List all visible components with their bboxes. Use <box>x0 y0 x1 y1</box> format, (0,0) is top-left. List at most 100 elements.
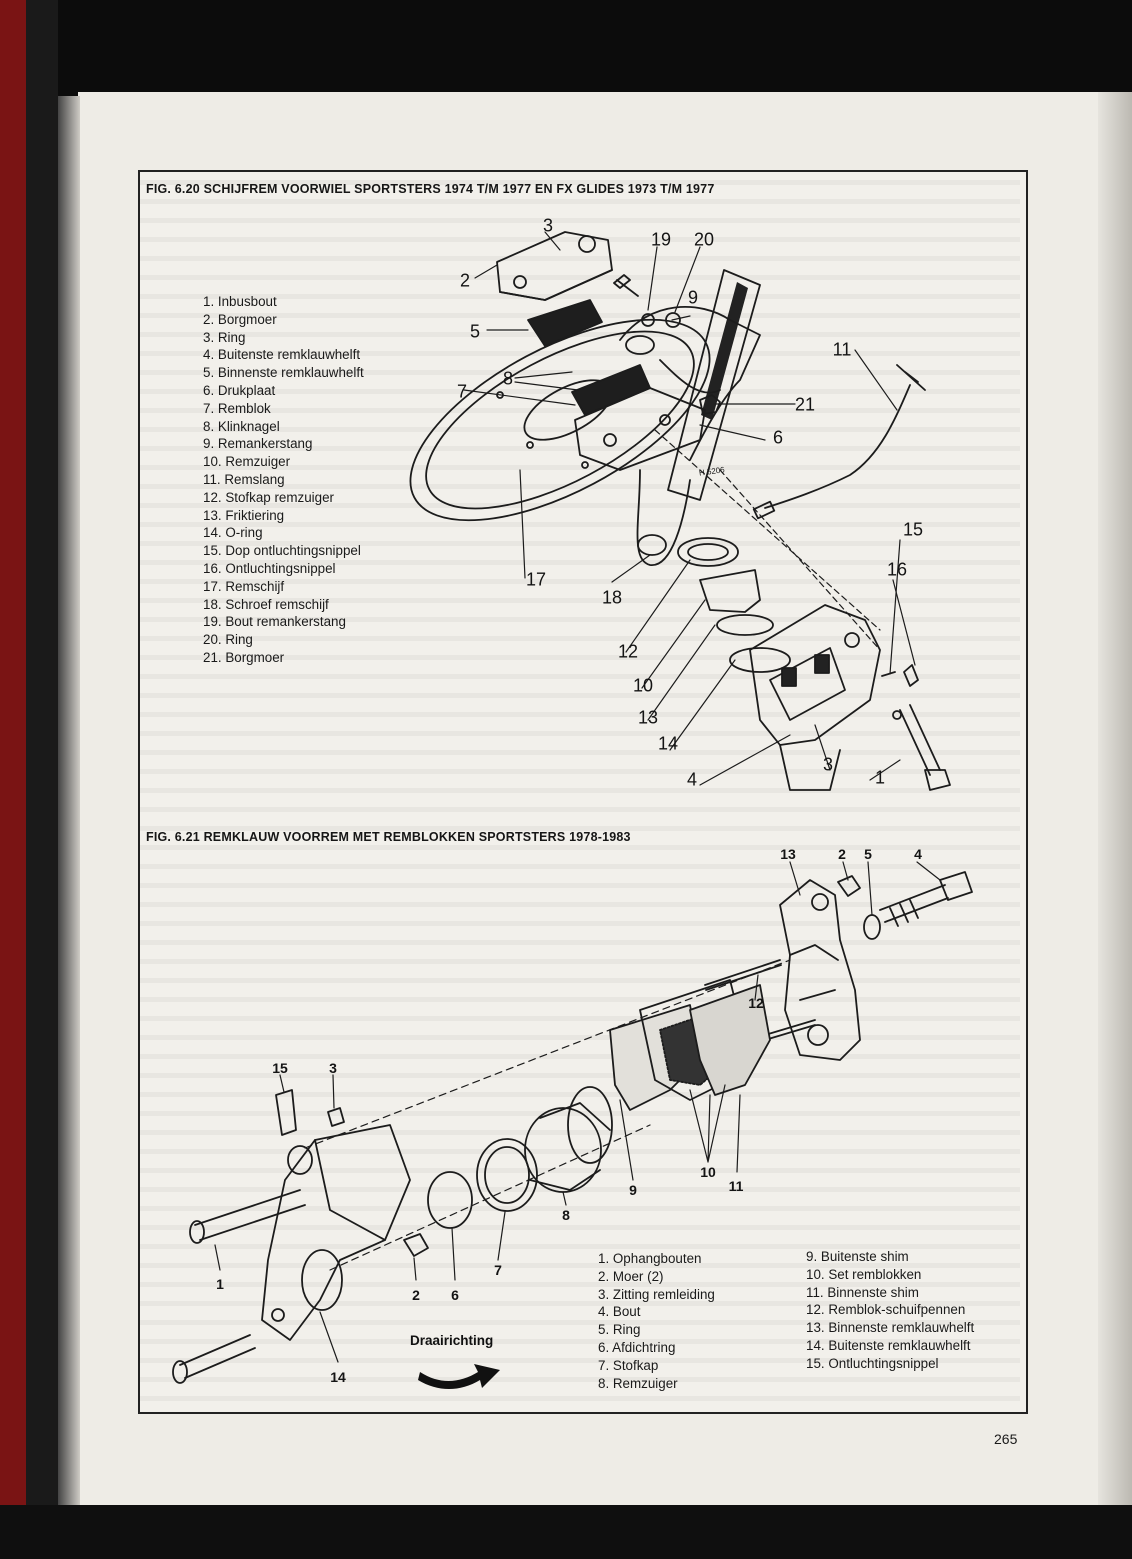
dust-cap-drawing <box>677 537 739 567</box>
ghost-line <box>140 332 1020 337</box>
book-spine-edge <box>0 0 26 1559</box>
ghost-line <box>140 902 1020 907</box>
legend-item: 13. Friktiering <box>203 507 285 523</box>
ghost-line <box>140 1263 1020 1268</box>
ghost-line <box>140 1054 1020 1059</box>
legend-item: 20. Ring <box>203 632 253 648</box>
ghost-line <box>140 1396 1020 1401</box>
ghost-line <box>140 598 1020 603</box>
ghost-line <box>140 807 1020 812</box>
callout-number: 5 <box>469 321 481 342</box>
ghost-line <box>140 560 1020 565</box>
ghost-line <box>140 1320 1020 1325</box>
fig-6-21-title: FIG. 6.21 REMKLAUW VOORREM MET REMBLOKKE… <box>146 830 631 844</box>
legend-item: 13. Binnenste remklauwhelft <box>806 1320 975 1336</box>
callout-number: 4 <box>686 769 698 790</box>
ghost-line <box>140 674 1020 679</box>
drawing-code: H 5206 <box>698 465 726 478</box>
legend-item: 9. Remankerstang <box>203 436 313 452</box>
callout-number: 2 <box>412 1287 420 1303</box>
legend-item: 17. Remschijf <box>203 578 285 594</box>
legend-item: 12. Remblok-schuifpennen <box>806 1302 966 1318</box>
callout-number: 18 <box>601 587 623 608</box>
callout-number: 21 <box>794 394 816 415</box>
callout-number: 13 <box>637 707 659 728</box>
callout-number: 3 <box>542 215 554 236</box>
caliper-outer-half <box>574 387 706 471</box>
ghost-line <box>140 959 1020 964</box>
caliper-inner-half <box>496 231 613 301</box>
callout-number: 9 <box>629 1182 637 1198</box>
piston-drawing <box>699 569 761 613</box>
ghost-line <box>140 579 1020 584</box>
page-number: 265 <box>994 1431 1018 1447</box>
leader-lines-620 <box>463 231 916 786</box>
callout-number: 6 <box>772 427 784 448</box>
ghost-line <box>140 617 1020 622</box>
ghost-line <box>140 1149 1020 1154</box>
ghost-line <box>140 1206 1020 1211</box>
legend-item: 11. Remslang <box>203 472 285 487</box>
ghost-line <box>140 1168 1020 1173</box>
legend-item: 10. Set remblokken <box>806 1266 922 1282</box>
fig-6-20-title: FIG. 6.20 SCHIJFREM VOORWIEL SPORTSTERS … <box>146 182 715 196</box>
ghost-line <box>140 180 1020 185</box>
ghost-line <box>140 636 1020 641</box>
legend-item: 6. Afdichtring <box>598 1340 676 1355</box>
ghost-line <box>140 408 1020 413</box>
callout-number: 11 <box>832 339 852 360</box>
callout-number: 3 <box>822 754 834 775</box>
callout-number: 15 <box>902 519 924 540</box>
hex-bolt-drawing <box>899 704 941 776</box>
ghost-line <box>140 769 1020 774</box>
ghost-line <box>140 788 1020 793</box>
legend-item: 14. O-ring <box>203 525 263 541</box>
legend-item: 8. Remzuiger <box>598 1375 678 1391</box>
callout-number: 2 <box>838 846 846 862</box>
ghost-line <box>140 712 1020 717</box>
ghost-line <box>140 864 1020 869</box>
legend-item: 9. Buitenste shim <box>806 1249 909 1264</box>
ghost-line <box>140 1339 1020 1344</box>
callout-number: 2 <box>459 270 471 291</box>
callout-number: 20 <box>693 229 715 250</box>
ghost-line <box>140 1035 1020 1040</box>
ghost-line <box>140 1111 1020 1116</box>
ghost-line <box>140 1016 1020 1021</box>
ghost-line <box>140 351 1020 356</box>
legend-item: 11. Binnenste shim <box>806 1284 919 1300</box>
mounting-bolt-lower <box>179 1334 256 1379</box>
scan-bottom-border <box>0 1505 1132 1559</box>
brake-pad-upper <box>527 299 603 347</box>
ghost-line <box>140 199 1020 204</box>
legend-item: 14. Buitenste remklauwhelft <box>806 1338 971 1353</box>
direction-label: Draairichting <box>410 1333 494 1348</box>
ghost-line <box>140 1073 1020 1078</box>
callout-number: 8 <box>562 1207 570 1223</box>
callout-number: 5 <box>864 846 872 862</box>
callout-number: 14 <box>330 1369 346 1385</box>
inner-caliper-half-drawing <box>779 879 861 1061</box>
callout-number: 14 <box>657 733 679 754</box>
fork-leg-drawing <box>619 269 761 566</box>
legend-item: 12. Stofkap remzuiger <box>203 489 334 505</box>
ghost-line <box>140 921 1020 926</box>
bolt-4-drawing <box>879 884 949 923</box>
legend-item: 8. Klinknagel <box>203 418 280 434</box>
ghost-line <box>140 484 1020 489</box>
ghost-line <box>140 1301 1020 1306</box>
ghost-line <box>140 541 1020 546</box>
leader-lines-621 <box>214 861 941 1363</box>
legend-item: 10. Remzuiger <box>203 454 291 470</box>
callout-number: 6 <box>451 1287 459 1303</box>
brake-pad-lower <box>571 364 651 416</box>
callout-number: 9 <box>687 287 699 308</box>
callout-number: 13 <box>780 846 796 862</box>
legend-item: 21. Borgmoer <box>203 650 285 665</box>
legend-item: 4. Buitenste remklauwhelft <box>203 347 361 363</box>
legend-item: 7. Stofkap <box>598 1357 659 1373</box>
legend-item: 3. Ring <box>203 329 246 345</box>
ghost-line <box>140 446 1020 451</box>
callout-number: 15 <box>272 1060 288 1076</box>
